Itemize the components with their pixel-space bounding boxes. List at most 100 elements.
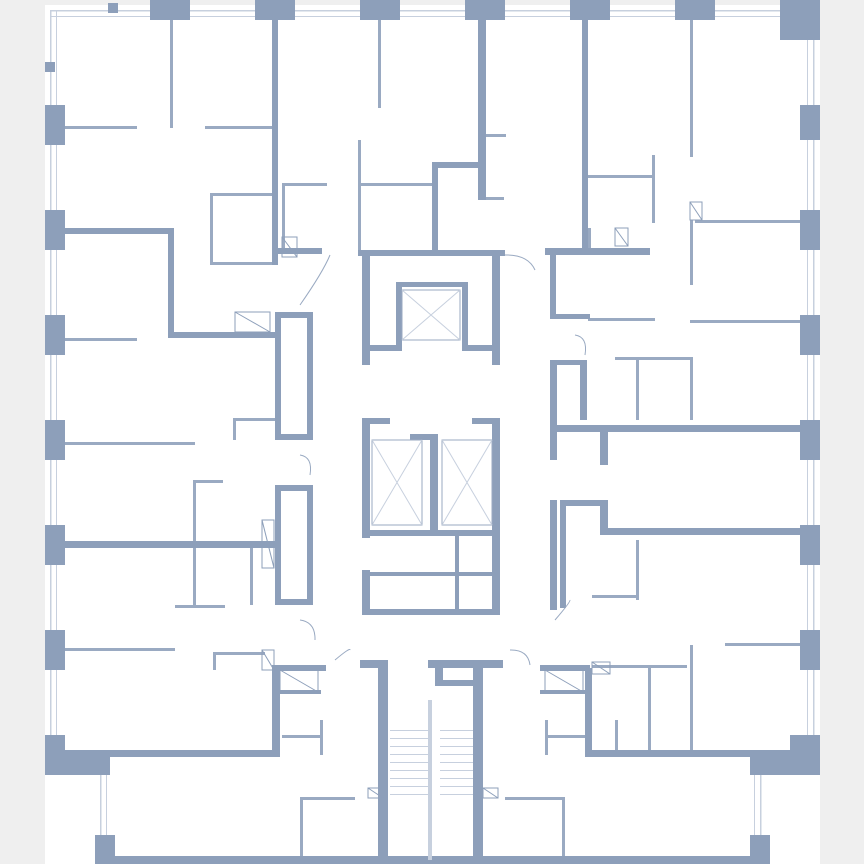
wall [580,360,587,420]
partition [65,126,137,129]
wall [800,525,820,565]
wall [272,20,278,265]
partition [652,155,655,223]
partition [486,197,504,200]
window-line [754,775,755,855]
partition [205,126,272,129]
partition [358,140,361,185]
wall [307,312,313,440]
wall [555,425,800,432]
shaft-cross [279,669,319,693]
wall [362,418,370,538]
wall [275,599,313,605]
wall [275,485,281,605]
partition [648,665,651,750]
wall [550,314,590,319]
wall [360,660,388,668]
window-lines [50,10,815,855]
shaft-cross [367,787,384,799]
wall [430,434,438,534]
wall [492,250,500,365]
wall [396,282,468,287]
wall [432,162,482,168]
wall [275,485,313,491]
window-line [50,10,815,12]
partition [690,320,800,323]
wall [545,248,650,255]
stair-icon [440,770,473,771]
wall [275,434,313,440]
wall [605,528,800,535]
partition [636,540,639,600]
shaft-cross [591,661,611,675]
shaft-icon [281,236,298,258]
partition [690,220,693,285]
wall [462,345,500,351]
partition [358,183,433,186]
partition [588,175,655,178]
wall [45,525,65,565]
stair-icon [440,738,473,739]
wall [65,228,173,234]
shaft-icon [261,649,275,671]
partition [210,262,272,265]
partition [65,442,195,445]
stair-icon [390,738,428,739]
shaft-icon [614,227,629,247]
shaft-cross [544,669,584,693]
partition [505,797,565,800]
partition [300,797,355,800]
elevator-cross [371,439,423,526]
wall [410,434,438,440]
wall [800,420,820,460]
wall [570,0,610,20]
partition [592,665,687,668]
wall [492,418,500,615]
wall [780,0,820,40]
window-line [106,775,107,855]
wall [362,609,500,615]
wall [600,500,608,535]
stair-icon [390,746,428,747]
door-swing-icon [299,254,331,306]
door-swing-icon [299,619,316,641]
shaft-cross [689,201,703,221]
stair-icon [390,730,428,731]
partition [695,220,800,223]
shaft-icon [367,787,384,799]
partition [358,183,361,253]
partition [300,797,303,856]
wall [362,250,370,365]
wall [168,228,174,338]
wall [272,665,280,755]
stair-icon [440,762,473,763]
window-line [50,16,815,17]
window-line [56,10,57,750]
wall [275,312,281,440]
wall [255,0,295,20]
partition [282,735,322,738]
partition [250,545,253,605]
window-line [50,10,52,750]
shaft-cross [482,787,499,799]
stair-icon [390,778,428,779]
wall [560,500,566,608]
wall [378,660,388,860]
partition [545,735,585,738]
wall [478,20,486,200]
wall [370,418,390,424]
stair-icon [440,786,473,787]
partition [233,418,275,421]
partition [210,193,213,265]
wall [800,105,820,140]
wall [45,210,65,250]
wall [45,62,55,72]
stair-rail [428,700,432,860]
wall [462,282,468,350]
door-swing-icon [554,599,571,621]
shaft-icon [279,669,319,693]
shaft-icon [544,669,584,693]
shaft-cross [281,236,298,258]
partition [690,645,693,750]
door-swing-icon [574,334,586,356]
